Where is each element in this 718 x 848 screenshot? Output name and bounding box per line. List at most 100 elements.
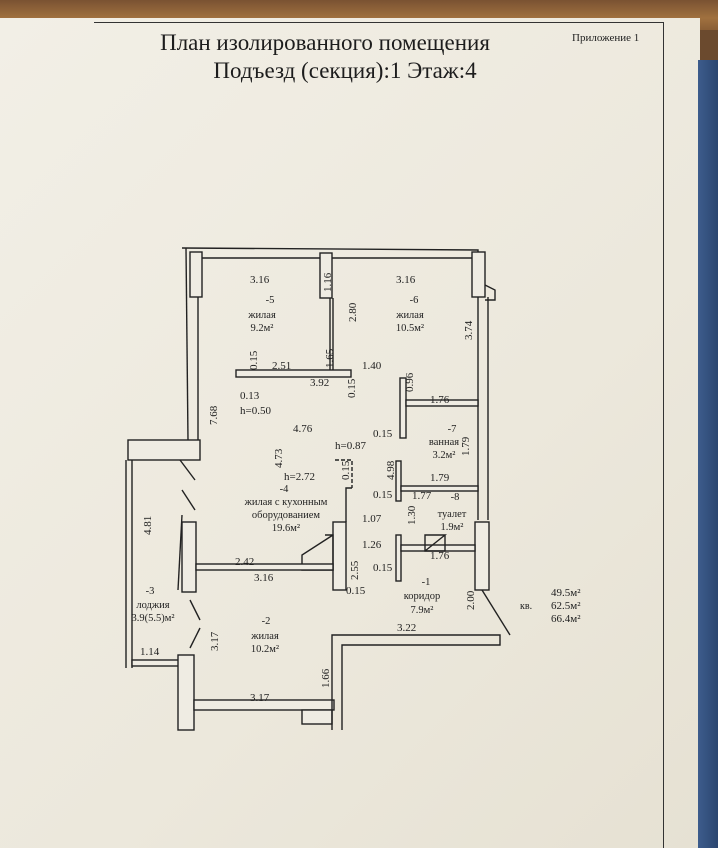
dim: 0.15 [373,489,393,501]
dim: 3.16 [250,274,270,286]
room-3-label: -3 лоджия 3.9(5.5)м² [131,586,174,624]
room-area: 19.6м² [272,523,300,534]
room-number: -2 [262,616,271,627]
dim: 0.96 [404,372,416,392]
wall-pier-left [189,251,203,298]
dim: 1.76 [430,550,450,562]
dim: h=0.50 [240,405,271,417]
living-area: 49.5м² [551,587,581,599]
room-area: 3.2м² [433,450,456,461]
bath-wall-h [405,399,479,407]
dim: 2.51 [272,360,291,372]
dim: 1.14 [140,646,160,658]
dim: 0.15 [373,562,393,574]
dim: 4.81 [142,516,154,535]
kitchen-column [332,521,347,591]
room-7-label: -7 ванная 3.2м² [429,424,459,461]
room-number: -4 [280,484,289,495]
room-area: 9.2м² [251,323,274,334]
dim: 3.17 [209,631,221,651]
room-type: коридор [404,591,441,602]
totals-label: кв. [520,601,532,612]
walls [125,247,511,731]
dim: 0.15 [340,460,352,480]
loggia-wall-bottom [131,659,181,667]
total-area: 62.5м² [551,600,581,612]
dim: 2.80 [347,302,359,322]
dim: 1.65 [324,348,336,368]
dim: 1.77 [412,490,432,502]
dim: h=2.72 [284,471,315,483]
room-area: 10.5м² [396,323,424,334]
partition-wall-5 [235,369,352,378]
dim: 1.40 [362,360,382,372]
room-1-label: -1 коридор 7.9м² [404,577,441,616]
area-totals: 49.5м² кв. 62.5м² 66.4м² [520,587,581,625]
dim: 4.73 [273,448,285,468]
wall-room2-block [301,709,333,725]
corridor-wall [395,534,402,582]
wall-room2-left [177,654,195,731]
dim: 2.00 [465,590,477,610]
dimensions: 3.16 1.16 3.16 2.80 1.65 3.74 0.15 2.51 … [140,272,477,704]
dim: 3.22 [397,622,416,634]
plan-title: План изолированного помещения [160,30,490,55]
dim: 1.79 [430,472,450,484]
total-area-with-loggia: 66.4м² [551,613,581,625]
bath-wall [399,377,407,439]
wall-pier-mid [319,252,333,299]
dim: 3.92 [310,377,329,389]
wc-wall [395,460,402,502]
dim: 1.26 [362,539,382,551]
dim: 3.17 [250,692,270,704]
appendix-label: Приложение 1 [572,32,640,44]
room-number: -8 [451,492,460,503]
dim: h=0.87 [335,440,366,452]
document-page [0,18,700,848]
dim: 3.16 [396,274,416,286]
room-number: -3 [146,586,155,597]
room-4-label: -4 жилая с кухонным оборудованием 19.6м² [244,484,328,534]
frame-top-line [94,22,664,23]
wall-room2 [195,563,334,571]
wall-balcony-block [127,439,201,461]
room-type: жилая [250,631,279,642]
dim: 0.15 [346,585,366,597]
frame-right-line [663,22,664,848]
dim: 1.79 [460,436,472,456]
wall-pier-right [471,251,486,298]
wall-room2-bottom [193,699,335,711]
room-area: 3.9(5.5)м² [131,613,174,624]
dim: 4.98 [385,460,397,480]
dim: 3.16 [254,572,274,584]
room-type: туалет [438,509,467,520]
room-type: лоджия [136,600,169,611]
dim: 0.15 [373,428,393,440]
dim: 7.68 [208,405,220,425]
dim: 3.74 [463,320,475,340]
room-type: оборудованием [252,510,321,521]
room-type: жилая с кухонным [244,497,328,508]
room-number: -1 [422,577,431,588]
dim: 1.76 [430,394,450,406]
dim: 2.55 [349,560,361,580]
room-type: ванная [429,437,459,448]
dim: 1.66 [320,668,332,688]
room-8-label: -8 туалет 1.9м² [438,492,467,533]
plan-subtitle: Подъезд (секция):1 Этаж:4 [213,58,477,83]
dim: 1.07 [362,513,382,525]
dim: 0.15 [346,378,358,398]
wc-wall-h [400,485,479,492]
room-number: -5 [266,295,275,306]
room-type: жилая [395,310,424,321]
room-number: -7 [448,424,457,435]
dim: 0.15 [248,350,260,370]
room-area: 1.9м² [441,522,464,533]
dim: 1.30 [406,505,418,525]
room-area: 7.9м² [411,605,434,616]
